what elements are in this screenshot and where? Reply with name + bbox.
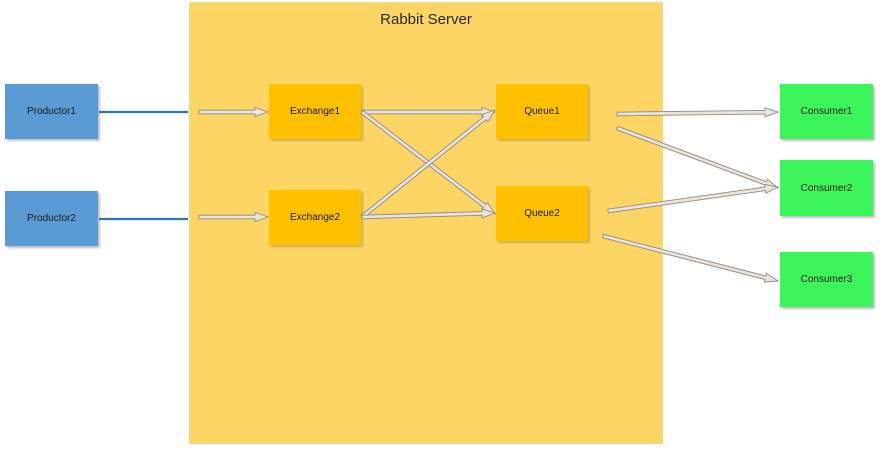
producer-label: Productor1: [27, 106, 76, 117]
consumer-label: Consumer3: [800, 274, 853, 285]
queue-node-2: Queue2: [496, 186, 588, 241]
queue-label: Queue2: [524, 208, 560, 219]
server-title: Rabbit Server: [380, 11, 472, 28]
producer-label: Productor2: [27, 213, 76, 224]
exchange-label: Exchange2: [289, 212, 341, 223]
consumer-node-2: Consumer2: [780, 160, 873, 216]
rabbit-server-container: Rabbit Server: [189, 2, 663, 444]
exchange-node-1: Exchange1: [269, 84, 361, 139]
producer-node-2: Productor2: [5, 191, 98, 246]
exchange-label: Exchange1: [289, 106, 341, 117]
consumer-node-3: Consumer3: [780, 252, 873, 307]
producer-node-1: Productor1: [5, 84, 98, 139]
consumer-node-1: Consumer1: [780, 84, 873, 139]
consumer-label: Consumer1: [800, 106, 853, 117]
exchange-node-2: Exchange2: [269, 190, 361, 245]
queue-node-1: Queue1: [496, 84, 588, 139]
consumer-label: Consumer2: [800, 182, 853, 194]
queue-label: Queue1: [524, 106, 560, 117]
